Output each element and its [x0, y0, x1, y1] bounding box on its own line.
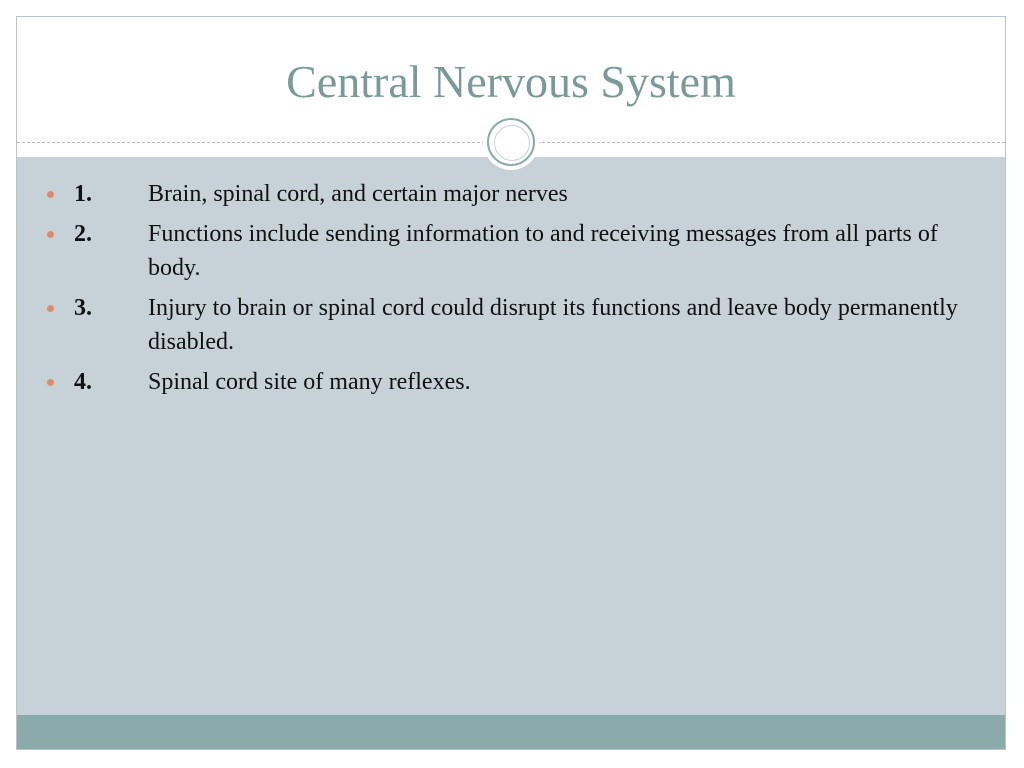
ornament-ring [487, 118, 535, 166]
slide-title: Central Nervous System [286, 56, 736, 107]
item-text: Injury to brain or spinal cord could dis… [148, 295, 958, 355]
list-item: 4. Spinal cord site of many reflexes. [47, 365, 982, 399]
bullet-dot-icon [47, 379, 54, 386]
item-text: Functions include sending information to… [148, 221, 938, 281]
content-area [17, 157, 1005, 715]
list-item: 1. Brain, spinal cord, and certain major… [47, 177, 982, 211]
list-item: 3. Injury to brain or spinal cord could … [47, 291, 982, 359]
list-item: 2. Functions include sending information… [47, 217, 982, 285]
bullet-dot-icon [47, 231, 54, 238]
bullet-dot-icon [47, 305, 54, 312]
item-number: 3. [74, 295, 92, 321]
ornament-inner-ring [494, 125, 530, 161]
item-number: 4. [74, 369, 92, 395]
bullet-list: 1. Brain, spinal cord, and certain major… [47, 177, 982, 405]
circle-ornament-icon [483, 114, 539, 170]
item-number: 1. [74, 181, 92, 207]
item-number: 2. [74, 221, 92, 247]
item-text: Spinal cord site of many reflexes. [148, 369, 471, 395]
item-text: Brain, spinal cord, and certain major ne… [148, 181, 568, 207]
bullet-dot-icon [47, 191, 54, 198]
slide: Central Nervous System 1. Brain, spinal … [16, 16, 1006, 750]
footer-bar [17, 715, 1005, 749]
